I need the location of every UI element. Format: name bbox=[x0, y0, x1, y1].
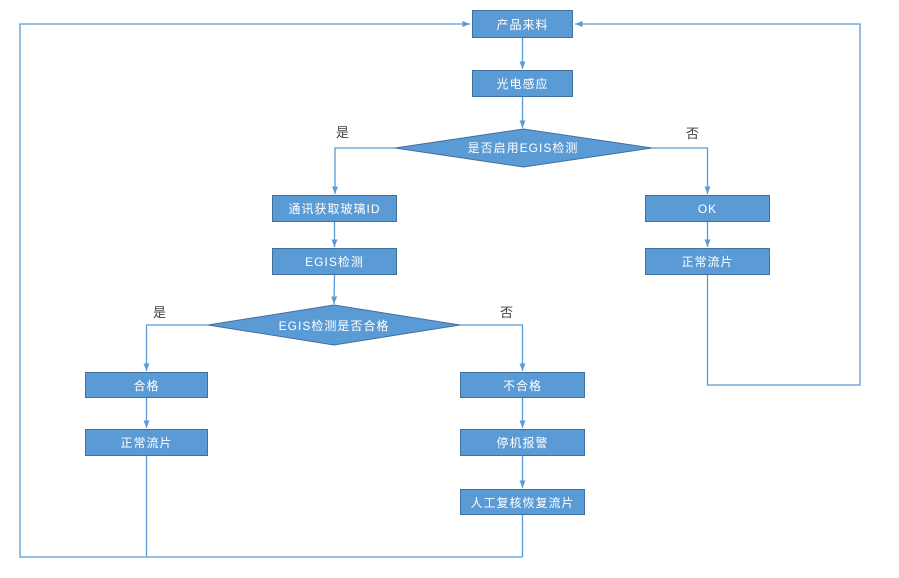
connector-egis-enabled-yes-branch bbox=[332, 147, 395, 194]
node-ok: OK bbox=[645, 195, 770, 222]
decision-egis-pass-shape bbox=[207, 304, 461, 346]
connector-right-return-loop bbox=[575, 21, 861, 386]
node-get-glass-id: 通讯获取玻璃ID bbox=[272, 195, 397, 222]
edge-label-egis-enabled-yes: 是 bbox=[336, 125, 350, 140]
decision-egis-enabled-shape bbox=[394, 128, 653, 168]
node-qualified: 合格 bbox=[85, 372, 208, 398]
node-stop-alarm: 停机报警 bbox=[460, 429, 585, 456]
node-photo-sensor: 光电感应 bbox=[472, 70, 573, 97]
connector-egis-pass-no-branch bbox=[460, 324, 526, 371]
node-normal-flow-right: 正常流片 bbox=[645, 248, 770, 275]
connector-left-return-loop bbox=[19, 21, 523, 558]
node-egis-check: EGIS检测 bbox=[272, 248, 397, 275]
connector-egis-enabled-no-branch bbox=[652, 147, 711, 194]
edge-label-egis-pass-yes: 是 bbox=[153, 305, 167, 320]
node-manual-review: 人工复核恢复流片 bbox=[460, 489, 585, 515]
connector-egischeck-to-pass-decision bbox=[331, 274, 338, 305]
node-unqualified: 不合格 bbox=[460, 372, 585, 398]
edge-label-egis-pass-no: 否 bbox=[500, 305, 514, 320]
node-normal-flow-left: 正常流片 bbox=[85, 429, 208, 456]
edge-label-egis-enabled-no: 否 bbox=[686, 126, 700, 141]
connector-egis-pass-yes-branch bbox=[143, 324, 208, 371]
node-product-incoming: 产品来料 bbox=[472, 10, 573, 38]
